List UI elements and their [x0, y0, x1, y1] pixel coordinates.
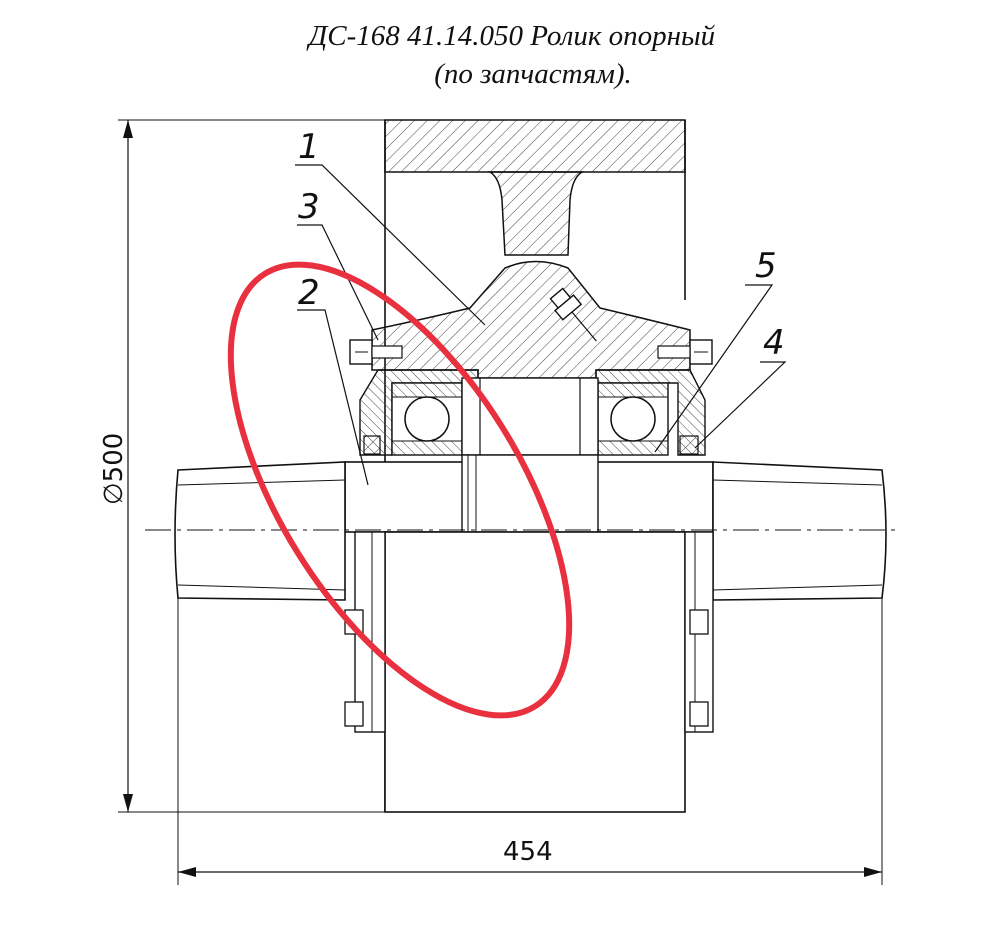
- rail-web: [487, 171, 585, 256]
- width-label: 454: [503, 837, 553, 867]
- bolt-top-right: [657, 339, 713, 365]
- bearing-ball-right: [610, 396, 656, 442]
- callout-4: 4: [763, 323, 785, 363]
- grease-fitting: [549, 287, 597, 342]
- title-line-1: ДС-168 41.14.050 Ролик опорный: [308, 20, 716, 52]
- bolt-mid-right: [689, 609, 709, 635]
- callout-5: 5: [755, 246, 777, 286]
- bearing-housing: [359, 369, 706, 456]
- title-line-2: (по запчастям).: [434, 58, 632, 90]
- callout-1: 1: [298, 127, 320, 167]
- diameter-label: ∅500: [99, 433, 129, 505]
- width-dimension: 454: [177, 598, 883, 885]
- shaft: [344, 454, 714, 533]
- callout-3: 3: [298, 187, 320, 227]
- highlight-ellipse: [227, 261, 573, 719]
- axle-housing: [371, 260, 691, 379]
- bolt-top-left: [349, 339, 403, 365]
- roller-body: [354, 531, 714, 813]
- leader-lines: [295, 164, 787, 486]
- callout-2: 2: [298, 273, 320, 313]
- bearing-ball-left: [404, 396, 450, 442]
- bolt-low-left: [344, 701, 364, 727]
- bolt-low-right: [689, 701, 709, 727]
- diameter-dimension: ∅500: [99, 119, 385, 813]
- shaft-end-right: [712, 461, 887, 601]
